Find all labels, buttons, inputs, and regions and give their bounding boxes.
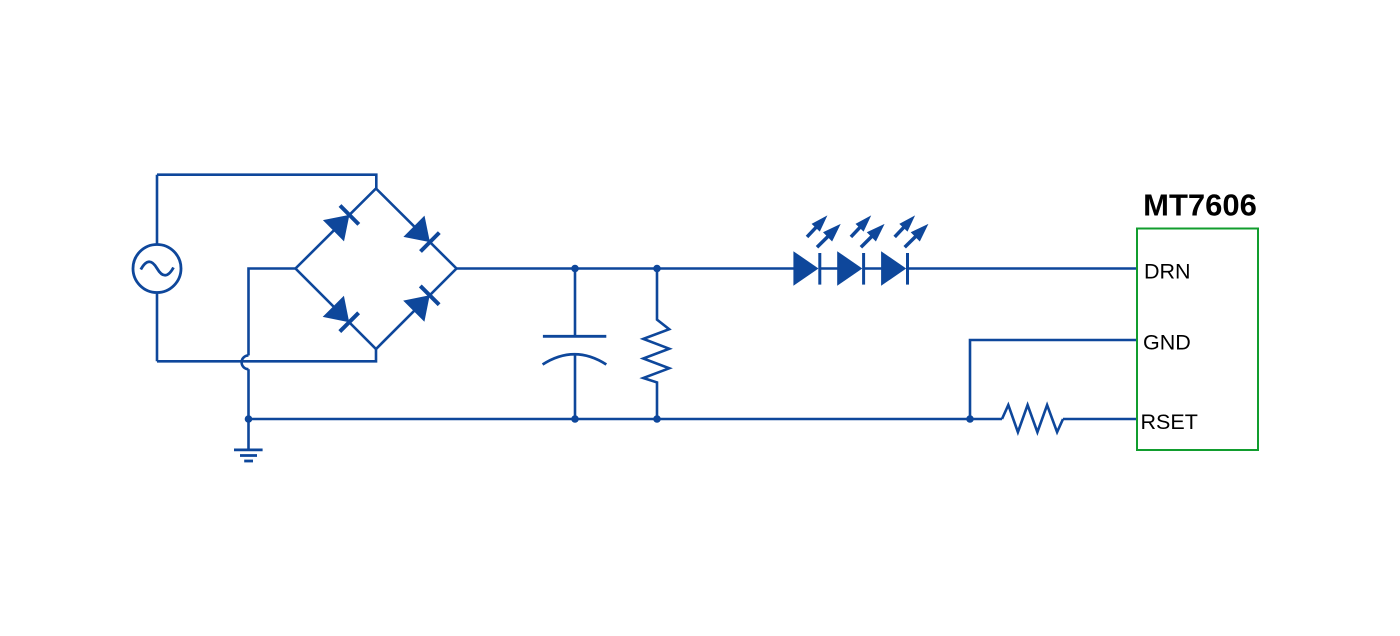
svg-text:MT7606: MT7606 bbox=[1143, 188, 1257, 223]
svg-text:RSET: RSET bbox=[1141, 410, 1198, 434]
svg-text:DRN: DRN bbox=[1144, 260, 1191, 284]
svg-text:GND: GND bbox=[1143, 330, 1191, 354]
